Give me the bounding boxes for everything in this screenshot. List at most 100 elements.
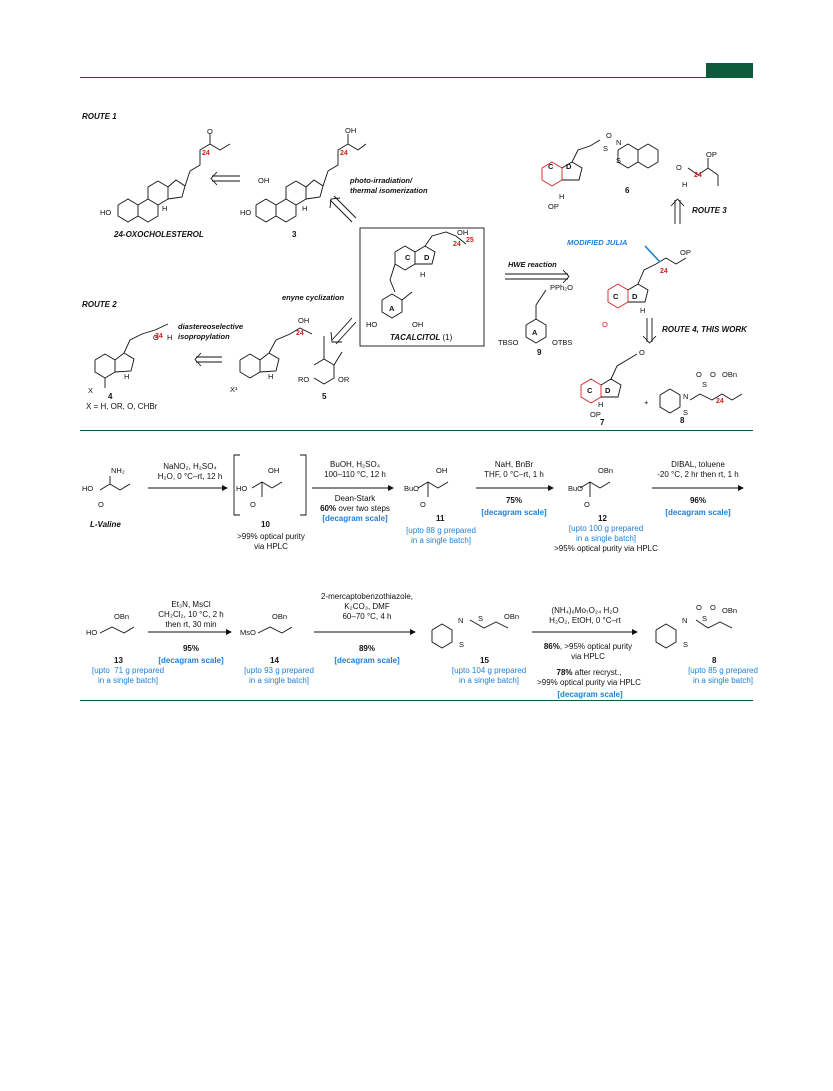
atom-h-ald: H (682, 180, 688, 189)
retro-arrows (194, 171, 685, 367)
route-1-label: ROUTE 1 (82, 112, 117, 121)
note-15: [upto 104 g prepared in a single batch] (451, 666, 527, 685)
atom-op-ald: OP (706, 150, 717, 159)
compound-8-top-label: 8 (680, 416, 685, 425)
step-7-conditions: (NH₄)₆Mo₇O₂₄ H₂O H₂O₂, EtOH, 0 °C–rt (549, 606, 621, 625)
atom-s-8t: S (702, 380, 708, 389)
compound-8-top-structure (659, 388, 743, 414)
c15-s1: S (459, 640, 465, 649)
valine-ho: HO (82, 484, 94, 493)
header-tab (706, 63, 753, 78)
c11-oh: OH (436, 466, 448, 475)
compound-14-label: 14 (270, 656, 279, 665)
c8b-obn: OBn (722, 606, 738, 615)
atom-op-6: OP (548, 202, 559, 211)
atom-h-4: H (167, 333, 173, 342)
atom-h-tac: H (420, 270, 426, 279)
atom-c-tac: C (405, 253, 411, 262)
step-7-yield-a: 86%, >95% optical purity via HPLC (543, 642, 633, 661)
atom-h-5: H (268, 372, 274, 381)
compound-6-label: 6 (625, 186, 630, 195)
note-10: >99% optical purity via HPLC (237, 532, 305, 551)
valine-label: L-Valine (90, 520, 121, 529)
atom-h-j: H (640, 306, 646, 315)
atom-or-5: OR (338, 375, 350, 384)
atom-h-4b: H (124, 372, 130, 381)
route-2-label: ROUTE 2 (82, 300, 117, 309)
step-6-yield: 89% (358, 644, 375, 653)
row2-structures (99, 619, 733, 649)
atom-oh-3: OH (345, 126, 357, 135)
c10-ho: HO (236, 484, 248, 493)
atom-d-6: D (566, 162, 572, 171)
c8b-o2: O (710, 603, 716, 612)
section-divider-1 (80, 430, 753, 431)
step-1-conditions: NaNO₂, H₂SO₄ H₂O, 0 °C–rt, 12 h (157, 462, 223, 481)
atom-24-8t: 24 (716, 398, 724, 405)
valine-o: O (98, 500, 104, 509)
c15-s2: S (478, 614, 484, 623)
atom-c-j: C (613, 292, 619, 301)
atom-25-tac: 25 (466, 237, 474, 244)
atom-oh-5: OH (298, 316, 310, 325)
c12-obn: OBn (598, 466, 614, 475)
atom-x: X (88, 386, 94, 395)
atom-h-1: H (162, 204, 168, 213)
tacalcitol-structure (381, 231, 467, 319)
atom-c-6: C (548, 162, 554, 171)
c8b-s1: S (683, 640, 689, 649)
step-7-yield-b: 78% after recryst., >99% optical purity … (537, 668, 641, 687)
step-2-yield: 60% over two steps (320, 504, 390, 513)
step-4-yield: 96% (689, 496, 706, 505)
photo-label: photo-irradiation/ thermal isomerization (350, 176, 428, 195)
route-4-label: ROUTE 4, THIS WORK (662, 325, 747, 334)
atom-24-1: 24 (202, 150, 210, 157)
c8b-n: N (682, 616, 688, 625)
aldehyde-structure (687, 158, 719, 186)
note-12b: >95% optical purity via HPLC (554, 544, 658, 553)
atom-ho-tac: HO (366, 320, 378, 329)
atom-ho-2: HO (240, 208, 252, 217)
step-3-scale: [decagram scale] (481, 508, 547, 517)
c14-obn: OBn (272, 612, 288, 621)
c15-n: N (458, 616, 464, 625)
step-7-scale: [decagram scale] (557, 690, 623, 699)
julia-product-structure (607, 245, 687, 309)
header-rule (80, 77, 753, 78)
atom-oh-tac2: OH (412, 320, 424, 329)
atom-o-j: O (602, 320, 608, 329)
compound-5-label: 5 (322, 392, 327, 401)
atom-a-9: A (532, 328, 538, 337)
atom-h-2: H (302, 204, 308, 213)
bracket-left (233, 454, 240, 516)
c8b-s2: S (702, 614, 708, 623)
atom-24-2: 24 (340, 150, 348, 157)
step-3-conditions: NaH, BnBr THF, 0 °C–rt, 1 h (484, 460, 544, 479)
atom-o-1: O (207, 127, 213, 136)
note-14: [upto 93 g prepared in a single batch] (244, 666, 314, 685)
atom-x1: X¹ (230, 385, 238, 394)
atom-c-7: C (587, 386, 593, 395)
compound-7-label: 7 (600, 418, 605, 427)
c11-o: O (420, 500, 426, 509)
compound-3-label: 3 (292, 230, 297, 239)
c10-oh: OH (268, 466, 280, 475)
c11-buo: BuO (404, 484, 420, 493)
atom-o-6: O (606, 131, 612, 140)
forward-arrows-row1 (148, 485, 744, 491)
compound-9-structure (525, 289, 547, 344)
note-11: [upto 88 g prepared in a single batch] (406, 526, 476, 545)
atom-s2-8t: S (683, 408, 689, 417)
atom-o2-8t: O (710, 370, 716, 379)
atom-tbso: TBSO (498, 338, 519, 347)
atom-pph2o: PPh₂O (550, 283, 573, 292)
route-3-label: ROUTE 3 (692, 206, 727, 215)
atom-oh-2: OH (258, 176, 270, 185)
atom-plus: + (644, 398, 649, 407)
atom-otbs: OTBS (552, 338, 573, 347)
atom-o-4: O (153, 333, 159, 342)
c12-buo: BuO (568, 484, 584, 493)
c13-ho: HO (86, 628, 98, 637)
atom-n-8t: N (683, 392, 689, 401)
